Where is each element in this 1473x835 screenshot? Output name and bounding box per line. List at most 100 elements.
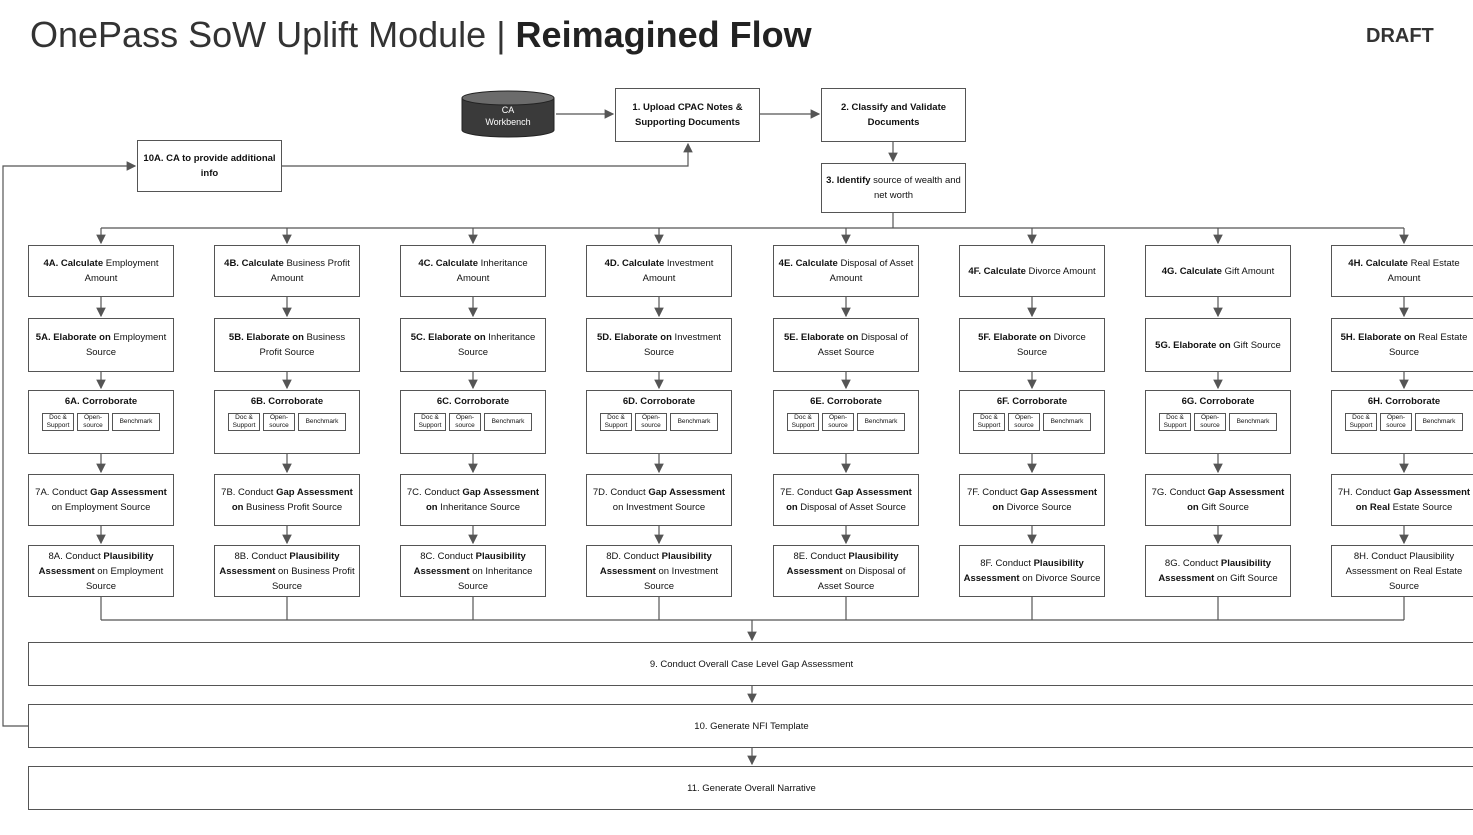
step-label: 8F. Conduct Plausibility Assessment on D… (963, 556, 1101, 586)
step-label-bold: 5G. Elaborate on (1155, 339, 1231, 351)
step-11-box[interactable]: 11. Generate Overall Narrative (28, 766, 1473, 810)
doc-support-chip[interactable]: Doc & Support (787, 413, 819, 431)
step-5a-box[interactable]: 5A. Elaborate on Employment Source (28, 318, 174, 372)
open-source-chip[interactable]: Open-source (1008, 413, 1040, 431)
open-source-chip[interactable]: Open-source (77, 413, 109, 431)
step-5h-box[interactable]: 5H. Elaborate on Real Estate Source (1331, 318, 1473, 372)
benchmark-chip[interactable]: Benchmark (1043, 413, 1091, 431)
step-label-pre: 7A. Conduct (35, 487, 91, 498)
step-label-pre: 7G. Conduct (1151, 487, 1208, 498)
doc-support-chip[interactable]: Doc & Support (228, 413, 260, 431)
open-source-chip[interactable]: Open-source (1380, 413, 1412, 431)
step-5c-box[interactable]: 5C. Elaborate on Inheritance Source (400, 318, 546, 372)
step-label-bold: Plausibility Assessment (963, 558, 1084, 584)
step-4f-box[interactable]: 4F. Calculate Divorce Amount (959, 245, 1105, 297)
step-4d-box[interactable]: 4D. Calculate Investment Amount (586, 245, 732, 297)
step-label-rest: Inheritance Source (437, 502, 520, 513)
step-2-box[interactable]: 2. Classify and Validate Documents (821, 88, 966, 142)
step-4g-box[interactable]: 4G. Calculate Gift Amount (1145, 245, 1291, 297)
step-label-bold: 5E. Elaborate on (783, 332, 859, 343)
doc-support-chip[interactable]: Doc & Support (1345, 413, 1377, 431)
step-label-bold: Plausibility Assessment (786, 550, 899, 577)
step-3-rest: source of wealth and net worth (870, 175, 961, 201)
page-title: OnePass SoW Uplift Module | Reimagined F… (30, 14, 812, 56)
title-bold: Reimagined Flow (515, 14, 812, 55)
step-label-bold: Gap Assessment on (992, 487, 1098, 513)
step-10-box[interactable]: 10. Generate NFI Template (28, 704, 1473, 748)
step-8f-box[interactable]: 8F. Conduct Plausibility Assessment on D… (959, 545, 1105, 597)
open-source-chip[interactable]: Open-source (449, 413, 481, 431)
step-3-box[interactable]: 3. Identify source of wealth and net wor… (821, 163, 966, 213)
doc-support-chip[interactable]: Doc & Support (414, 413, 446, 431)
benchmark-chip[interactable]: Benchmark (484, 413, 532, 431)
step-4e-box[interactable]: 4E. Calculate Disposal of Asset Amount (773, 245, 919, 297)
step-8d-box[interactable]: 8D. Conduct Plausibility Assessment on I… (586, 545, 732, 597)
step-8c-box[interactable]: 8C. Conduct Plausibility Assessment on I… (400, 545, 546, 597)
step-label-rest: on Inheritance Source (457, 565, 533, 592)
doc-support-chip[interactable]: Doc & Support (600, 413, 632, 431)
step-4c-box[interactable]: 4C. Calculate Inheritance Amount (400, 245, 546, 297)
step-label-rest: on Investment Source (643, 565, 719, 592)
step-5b-box[interactable]: 5B. Elaborate on Business Profit Source (214, 318, 360, 372)
benchmark-chip[interactable]: Benchmark (298, 413, 346, 431)
step-5g-box[interactable]: 5G. Elaborate on Gift Source (1145, 318, 1291, 372)
step-4h-box[interactable]: 4H. Calculate Real Estate Amount (1331, 245, 1473, 297)
step-label-bold: Gap Assessment on (1187, 487, 1285, 513)
step-4a-box[interactable]: 4A. Calculate Employment Amount (28, 245, 174, 297)
step-8e-box[interactable]: 8E. Conduct Plausibility Assessment on D… (773, 545, 919, 597)
step-label-bold: Plausibility Assessment (599, 550, 712, 577)
doc-support-chip[interactable]: Doc & Support (1159, 413, 1191, 431)
step-label-rest: Investment Source (643, 332, 722, 358)
step-label-bold: Gap Assessment (90, 487, 167, 498)
benchmark-chip[interactable]: Benchmark (857, 413, 905, 431)
benchmark-chip[interactable]: Benchmark (112, 413, 160, 431)
step-4b-box[interactable]: 4B. Calculate Business Profit Amount (214, 245, 360, 297)
step-label-rest: Disposal of Asset Source (817, 332, 909, 358)
step-5f-box[interactable]: 5F. Elaborate on Divorce Source (959, 318, 1105, 372)
step-9-box[interactable]: 9. Conduct Overall Case Level Gap Assess… (28, 642, 1473, 686)
step-7g-box[interactable]: 7G. Conduct Gap Assessment on Gift Sourc… (1145, 474, 1291, 526)
step-5d-box[interactable]: 5D. Elaborate on Investment Source (586, 318, 732, 372)
step-7e-box[interactable]: 7E. Conduct Gap Assessment on Disposal o… (773, 474, 919, 526)
step-8h-box[interactable]: 8H. Conduct Plausibility Assessment on R… (1331, 545, 1473, 597)
step-7f-box[interactable]: 7F. Conduct Gap Assessment on Divorce So… (959, 474, 1105, 526)
open-source-chip[interactable]: Open-source (635, 413, 667, 431)
step-7d-box[interactable]: 7D. Conduct Gap Assessment on Investment… (586, 474, 732, 526)
doc-support-chip[interactable]: Doc & Support (42, 413, 74, 431)
benchmark-chip[interactable]: Benchmark (1229, 413, 1277, 431)
step-8b-box[interactable]: 8B. Conduct Plausibility Assessment on B… (214, 545, 360, 597)
open-source-chip[interactable]: Open-source (1194, 413, 1226, 431)
step-label: 4D. Calculate Investment Amount (590, 256, 728, 286)
step-label: 8E. Conduct Plausibility Assessment on D… (777, 549, 915, 594)
benchmark-chip[interactable]: Benchmark (1415, 413, 1463, 431)
step-label: 5F. Elaborate on Divorce Source (963, 330, 1101, 360)
step-5e-box[interactable]: 5E. Elaborate on Disposal of Asset Sourc… (773, 318, 919, 372)
step-label-rest: Business Profit Amount (270, 258, 350, 284)
step-label-pre: 8E. Conduct (793, 550, 849, 562)
step-7b-box[interactable]: 7B. Conduct Gap Assessment on Business P… (214, 474, 360, 526)
open-source-chip[interactable]: Open-source (822, 413, 854, 431)
step-7c-box[interactable]: 7C. Conduct Gap Assessment on Inheritanc… (400, 474, 546, 526)
step-label: 8C. Conduct Plausibility Assessment on I… (404, 549, 542, 594)
step-label-rest: Business Profit Source (259, 332, 346, 358)
step-7h-box[interactable]: 7H. Conduct Gap Assessment on Real Estat… (1331, 474, 1473, 526)
step-8g-box[interactable]: 8G. Conduct Plausibility Assessment on G… (1145, 545, 1291, 597)
step-1-box[interactable]: 1. Upload CPAC Notes & Supporting Docume… (615, 88, 760, 142)
open-source-chip[interactable]: Open-source (263, 413, 295, 431)
doc-support-chip[interactable]: Doc & Support (973, 413, 1005, 431)
step10-to-step10a-arrow (2, 161, 137, 727)
step-7a-box[interactable]: 7A. Conduct Gap Assessment on Employment… (28, 474, 174, 526)
benchmark-chip[interactable]: Benchmark (670, 413, 718, 431)
step-10a-box[interactable]: 10A. CA to provide additional info (137, 140, 282, 192)
step-8a-box[interactable]: 8A. Conduct Plausibility Assessment on E… (28, 545, 174, 597)
